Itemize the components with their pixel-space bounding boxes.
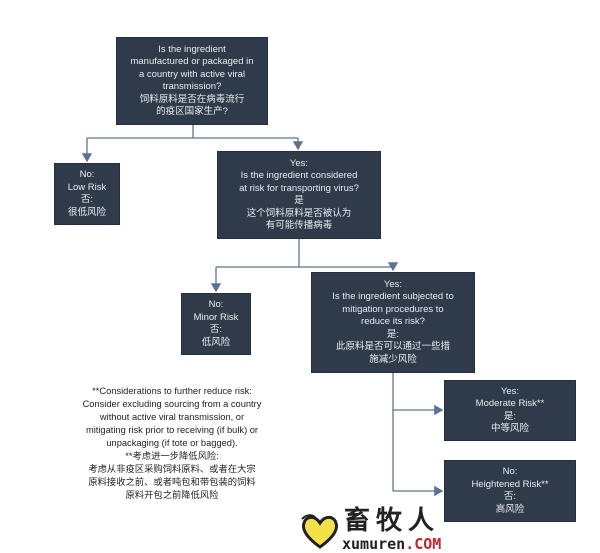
watermark-en-main: xumuren	[342, 535, 406, 553]
node-text: Yes:	[500, 385, 520, 397]
node-text: a country with active viral	[138, 68, 246, 80]
node-text: 很低风险	[67, 206, 106, 218]
node-text: at risk for transporting virus?	[239, 182, 359, 194]
node-text: 的疫区国家生产?	[156, 106, 228, 117]
note-line: without active viral transmission, or	[99, 412, 245, 422]
node-text: Is the ingredient	[158, 43, 226, 55]
note-line: **考虑进一步降低风险:	[125, 451, 219, 461]
node-text: No:	[79, 169, 95, 180]
node-mitigation: Yes: Is the ingredient subjected to miti…	[311, 272, 475, 373]
connector-at-risk	[216, 239, 393, 268]
node-text: 低风险	[201, 336, 231, 348]
node-text: 饲料原料是否在病毒流行	[139, 93, 245, 105]
note-line: 考虑从非疫区采购饲料原料、或者在大宗	[88, 464, 256, 474]
node-text: 是	[294, 195, 304, 206]
node-text: Yes:	[383, 278, 403, 290]
node-text: Moderate Risk**	[475, 398, 545, 409]
considerations-note: **Considerations to further reduce risk:…	[50, 385, 294, 502]
node-text: 有可能传播病毒	[265, 220, 333, 231]
note-line: mitigating risk prior to receiving (if b…	[85, 425, 259, 435]
node-text: 否:	[80, 194, 94, 205]
heart-logo-icon	[301, 514, 338, 549]
node-text: 是:	[386, 328, 400, 340]
node-text: 施减少风险	[369, 353, 417, 365]
node-text: Minor Risk	[193, 311, 239, 323]
watermark-en: xumuren.COM	[342, 536, 441, 552]
node-moderate-risk: Yes: Moderate Risk** 是: 中等风险	[444, 380, 576, 441]
watermark-logo: 畜牧人 xumuren.COM	[300, 507, 450, 553]
node-text: transmission?	[162, 81, 222, 92]
note-line: Consider excluding sourcing from a count…	[82, 399, 262, 409]
node-minor-risk: No: Minor Risk 否: 低风险	[181, 293, 251, 355]
node-root: Is the ingredient manufactured or packag…	[116, 37, 268, 125]
note-line: 原料开包之前降低风险	[125, 490, 219, 500]
note-line: 原料接收之前、或者吨包和带包装的饲料	[88, 477, 256, 487]
note-line: unpackaging (if tote or bagged).	[106, 438, 238, 448]
node-text: 高风险	[495, 503, 525, 515]
node-text: No:	[208, 299, 224, 310]
node-text: 否:	[209, 324, 223, 335]
node-text: Heightened Risk**	[471, 478, 549, 490]
node-heightened-risk: No: Heightened Risk** 否: 高风险	[444, 460, 576, 522]
node-at-risk: Yes: Is the ingredient considered at ris…	[217, 151, 381, 239]
node-text: Is the ingredient considered	[240, 170, 358, 181]
note-line: **Considerations to further reduce risk:	[92, 386, 252, 396]
node-low-risk: No: Low Risk 否: 很低风险	[54, 163, 120, 225]
node-text: 这个饲料原料是否被认为	[246, 207, 352, 219]
node-text: Low Risk	[67, 181, 107, 193]
connector-root	[87, 125, 298, 139]
node-text: 中等风险	[490, 423, 529, 434]
node-text: reduce its risk?	[361, 316, 425, 328]
node-text: manufactured or packaged in	[130, 56, 254, 67]
node-text: No:	[502, 466, 518, 477]
watermark-cn: 畜牧人	[344, 506, 441, 536]
node-text: 否:	[503, 491, 517, 502]
node-text: mitigation procedures to	[342, 303, 444, 315]
node-text: 此原料是否可以通过一些措	[335, 341, 450, 353]
watermark-en-tld: .COM	[405, 535, 442, 553]
node-text: 是:	[503, 410, 517, 422]
node-text: Yes:	[289, 157, 309, 169]
node-text: Is the ingredient subjected to	[332, 291, 454, 303]
